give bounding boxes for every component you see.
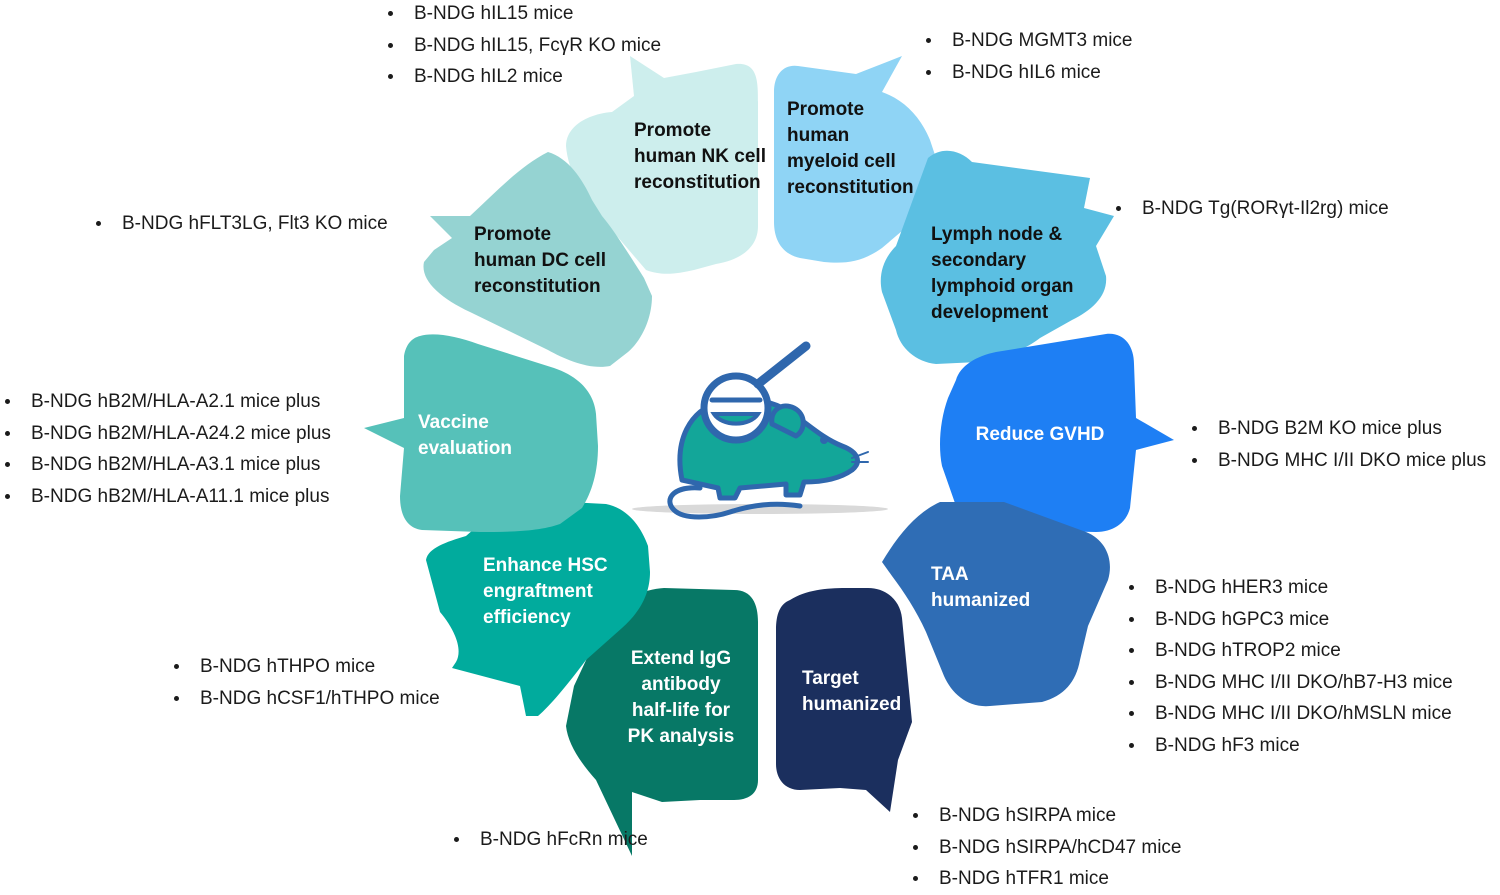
- segment-lymph: Lymph node & secondary lymphoid organ devel…: [880, 150, 1114, 364]
- segment-shape-gvhd: [940, 333, 1174, 532]
- segment-shape-hsc: [426, 502, 650, 716]
- segment-label-target: Target humanized: [802, 668, 901, 715]
- segment-shape-vaccine: [364, 334, 598, 532]
- segment-label-line: reconstitution: [634, 172, 761, 193]
- segment-label-myeloid: Promote human myeloid cell reconstitution: [787, 99, 914, 198]
- segment-target: Target humanized: [776, 588, 912, 812]
- segment-label-vaccine: Vaccine evaluation: [418, 412, 512, 459]
- list-item: B-NDG hGPC3 mice: [1127, 604, 1453, 636]
- list-item: B-NDG hB2M/HLA-A3.1 mice plus: [3, 449, 331, 481]
- list-igg: B-NDG hFcRn mice: [452, 824, 648, 856]
- segment-label-line: secondary: [931, 250, 1026, 271]
- segment-shape-dc: [423, 152, 652, 367]
- segment-label-line: lymphoid organ: [931, 276, 1074, 297]
- segment-label-line: human NK cell: [634, 146, 766, 167]
- segment-label-line: Promote: [634, 120, 711, 141]
- segment-taa: TAA humanized: [882, 502, 1110, 707]
- segment-vaccine: Vaccine evaluation: [364, 334, 598, 532]
- segment-igg: Extend IgG antibody half-life for PK analys…: [566, 588, 758, 856]
- segment-label-line: Lymph node &: [931, 224, 1063, 245]
- segment-label-taa: TAA humanized: [931, 564, 1030, 611]
- segment-shape-myeloid: [774, 56, 942, 263]
- segment-label-line: Enhance HSC: [483, 555, 608, 576]
- segment-label-line: engraftment: [483, 581, 593, 602]
- list-item: B-NDG hIL15 mice: [386, 0, 661, 30]
- mouse-with-magnifier-icon: [632, 341, 888, 520]
- segment-label-line: PK analysis: [628, 726, 735, 747]
- list-item: B-NDG hB2M/HLA-A2.1 mice plus: [3, 386, 331, 418]
- list-item: B-NDG MHC I/II DKO/hB7-H3 mice: [1127, 667, 1453, 699]
- list-item: B-NDG hHER3 mice: [1127, 572, 1453, 604]
- list-item: B-NDG hCSF1/hTHPO mice: [172, 683, 440, 715]
- list-item: B-NDG hB2M/HLA-A11.1 mice plus: [3, 481, 331, 513]
- segment-label-line: myeloid cell: [787, 151, 896, 172]
- list-item: B-NDG hSIRPA mice: [911, 800, 1182, 832]
- list-item: B-NDG Tg(RORγt-Il2rg) mice: [1114, 193, 1389, 225]
- segment-myeloid: Promote human myeloid cell reconstitution: [774, 56, 942, 263]
- list-item: B-NDG MHC I/II DKO mice plus: [1190, 445, 1486, 477]
- list-item: B-NDG hSIRPA/hCD47 mice: [911, 832, 1182, 864]
- list-item: B-NDG hFcRn mice: [452, 824, 648, 856]
- list-item: B-NDG hB2M/HLA-A24.2 mice plus: [3, 418, 331, 450]
- list-item: B-NDG hIL2 mice: [386, 61, 661, 93]
- list-item: B-NDG hTFR1 mice: [911, 863, 1182, 895]
- segment-shape-target: [776, 588, 912, 812]
- segment-label-line: antibody: [641, 674, 721, 695]
- segment-shape-lymph: [880, 150, 1114, 364]
- list-item: B-NDG hTROP2 mice: [1127, 635, 1453, 667]
- list-item: B-NDG hF3 mice: [1127, 730, 1453, 762]
- segment-nk: Promote human NK cell reconstitution: [566, 56, 766, 274]
- segment-label-line: Extend IgG: [631, 648, 731, 669]
- segment-shape-igg: [566, 588, 758, 856]
- segment-label-line: Target: [802, 668, 859, 689]
- segment-label-gvhd: Reduce GVHD: [976, 424, 1105, 445]
- list-lymph: B-NDG Tg(RORγt-Il2rg) mice: [1114, 193, 1389, 225]
- segment-label-line: Vaccine: [418, 412, 489, 433]
- segment-label-line: human DC cell: [474, 250, 606, 271]
- segment-label-line: reconstitution: [787, 177, 914, 198]
- segment-label-line: efficiency: [483, 607, 571, 628]
- segment-shape-nk: [566, 56, 758, 274]
- list-item: B-NDG hIL6 mice: [924, 57, 1133, 89]
- list-item: B-NDG hIL15, FcγR KO mice: [386, 30, 661, 62]
- segment-label-line: evaluation: [418, 438, 512, 459]
- segment-label-line: humanized: [802, 694, 901, 715]
- segment-label-line: Promote: [474, 224, 551, 245]
- segment-label-line: TAA: [931, 564, 969, 585]
- segment-label-dc: Promote human DC cell reconstitution: [474, 224, 606, 297]
- list-item: B-NDG B2M KO mice plus: [1190, 413, 1486, 445]
- segment-label-igg: Extend IgG antibody half-life for PK analys…: [628, 648, 735, 747]
- segment-label-hsc: Enhance HSC engraftment efficiency: [483, 555, 608, 628]
- segment-shape-taa: [882, 502, 1110, 707]
- list-item: B-NDG MHC I/II DKO/hMSLN mice: [1127, 698, 1453, 730]
- segment-label-line: Reduce GVHD: [976, 424, 1105, 445]
- segment-label-lymph: Lymph node & secondary lymphoid organ devel…: [931, 224, 1074, 323]
- segment-label-line: reconstitution: [474, 276, 601, 297]
- segment-dc: Promote human DC cell reconstitution: [423, 152, 652, 367]
- segment-label-line: humanized: [931, 590, 1030, 611]
- segment-label-line: development: [931, 302, 1049, 323]
- segment-hsc: Enhance HSC engraftment efficiency: [426, 502, 650, 716]
- segment-label-line: Promote: [787, 99, 864, 120]
- segment-label-nk: Promote human NK cell reconstitution: [634, 120, 766, 193]
- segment-label-line: half-life for: [632, 700, 731, 721]
- list-dc: B-NDG hFLT3LG, Flt3 KO mice: [94, 208, 388, 240]
- list-item: B-NDG MGMT3 mice: [924, 25, 1133, 57]
- list-item: B-NDG hFLT3LG, Flt3 KO mice: [94, 208, 388, 240]
- segment-label-line: human: [787, 125, 849, 146]
- segment-gvhd: Reduce GVHD: [940, 333, 1174, 532]
- list-item: B-NDG hTHPO mice: [172, 651, 440, 683]
